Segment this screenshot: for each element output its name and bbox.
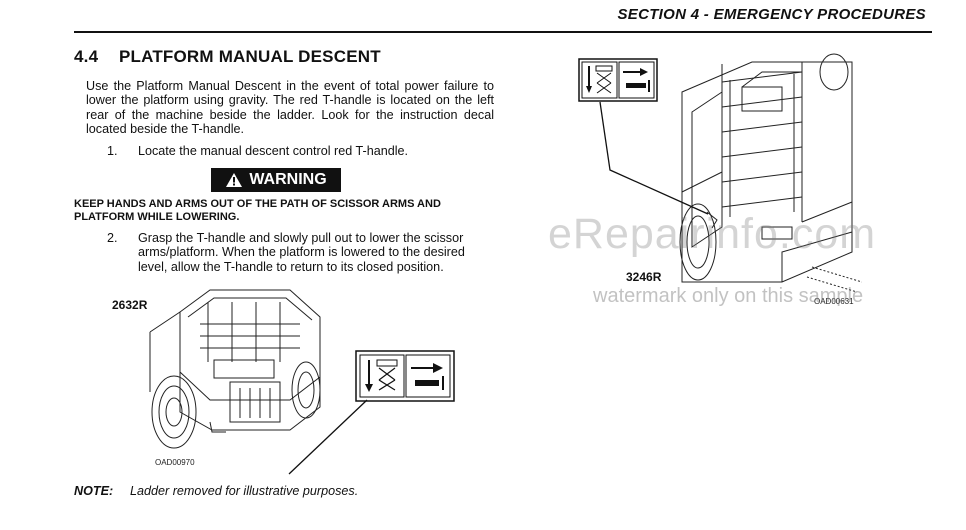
- step-2: 2. Grasp the T-handle and slowly pull ou…: [107, 231, 497, 275]
- watermark-subtext: watermark only on this sample: [593, 285, 864, 307]
- note-label: NOTE:: [74, 484, 114, 498]
- header-rule: [74, 31, 932, 33]
- section-title-text: PLATFORM MANUAL DESCENT: [119, 47, 381, 66]
- step-text: Grasp the T-handle and slowly pull out t…: [138, 231, 465, 274]
- warning-banner: WARNING: [211, 168, 341, 192]
- step-number: 2.: [107, 231, 118, 245]
- warning-text: KEEP HANDS AND ARMS OUT OF THE PATH OF S…: [74, 198, 441, 223]
- intro-paragraph: Use the Platform Manual Descent in the e…: [86, 79, 494, 137]
- machine-illustration-2632r: [149, 289, 321, 449]
- figure-code-oad00631: OAD00631: [814, 297, 854, 306]
- machine-illustration-3246r: [679, 53, 862, 293]
- callout-leader-line: [288, 399, 368, 475]
- figure-code-oad00970: OAD00970: [155, 458, 195, 467]
- note: NOTE: Ladder removed for illustrative pur…: [74, 484, 358, 498]
- callout-leader-line-right: [599, 101, 709, 215]
- warning-label: WARNING: [249, 171, 327, 188]
- step-number: 1.: [107, 144, 118, 158]
- figure-label-2632r: 2632R: [112, 298, 148, 312]
- note-text: Ladder removed for illustrative purposes…: [130, 484, 359, 498]
- section-header: SECTION 4 - EMERGENCY PROCEDURES: [617, 6, 926, 23]
- section-number: 4.4: [74, 47, 99, 66]
- descent-decal-icon-right: [578, 58, 658, 102]
- section-title: 4.4 PLATFORM MANUAL DESCENT: [74, 47, 381, 67]
- figure-label-3246r: 3246R: [626, 270, 662, 284]
- watermark-text: eRepairinfo.com: [548, 210, 877, 258]
- descent-decal-icon: [355, 350, 455, 402]
- step-text: Locate the manual descent control red T-…: [138, 144, 409, 158]
- warning-triangle-icon: [226, 173, 243, 187]
- step-1: 1. Locate the manual descent control red…: [107, 144, 497, 160]
